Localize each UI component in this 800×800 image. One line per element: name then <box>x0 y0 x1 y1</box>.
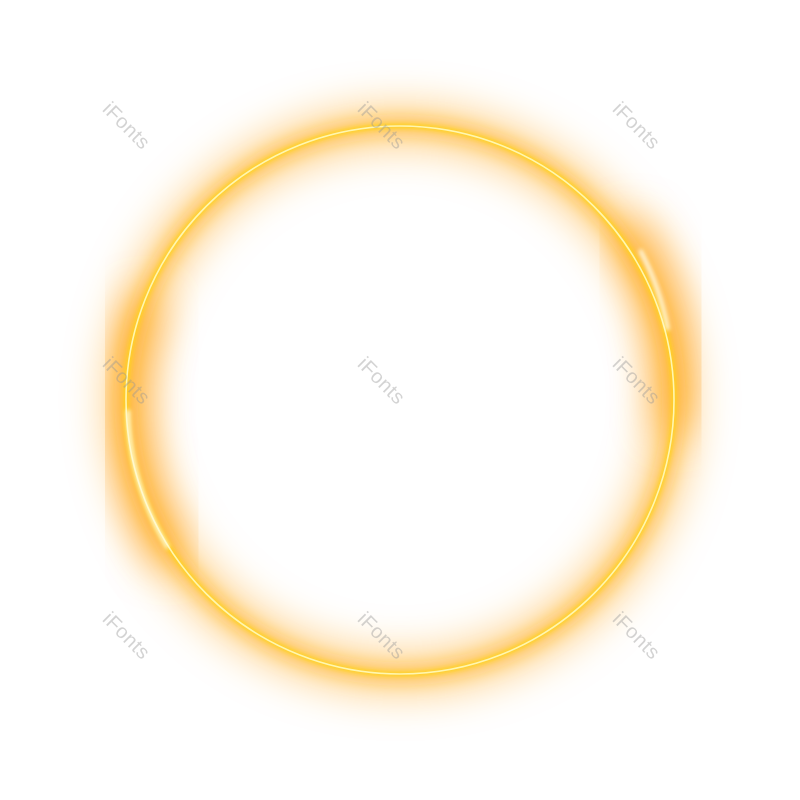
ring-mid-glow <box>120 120 680 680</box>
ring-left-streak <box>126 409 170 550</box>
ring-highlight <box>125 125 675 675</box>
ring-right-streak <box>638 249 670 331</box>
